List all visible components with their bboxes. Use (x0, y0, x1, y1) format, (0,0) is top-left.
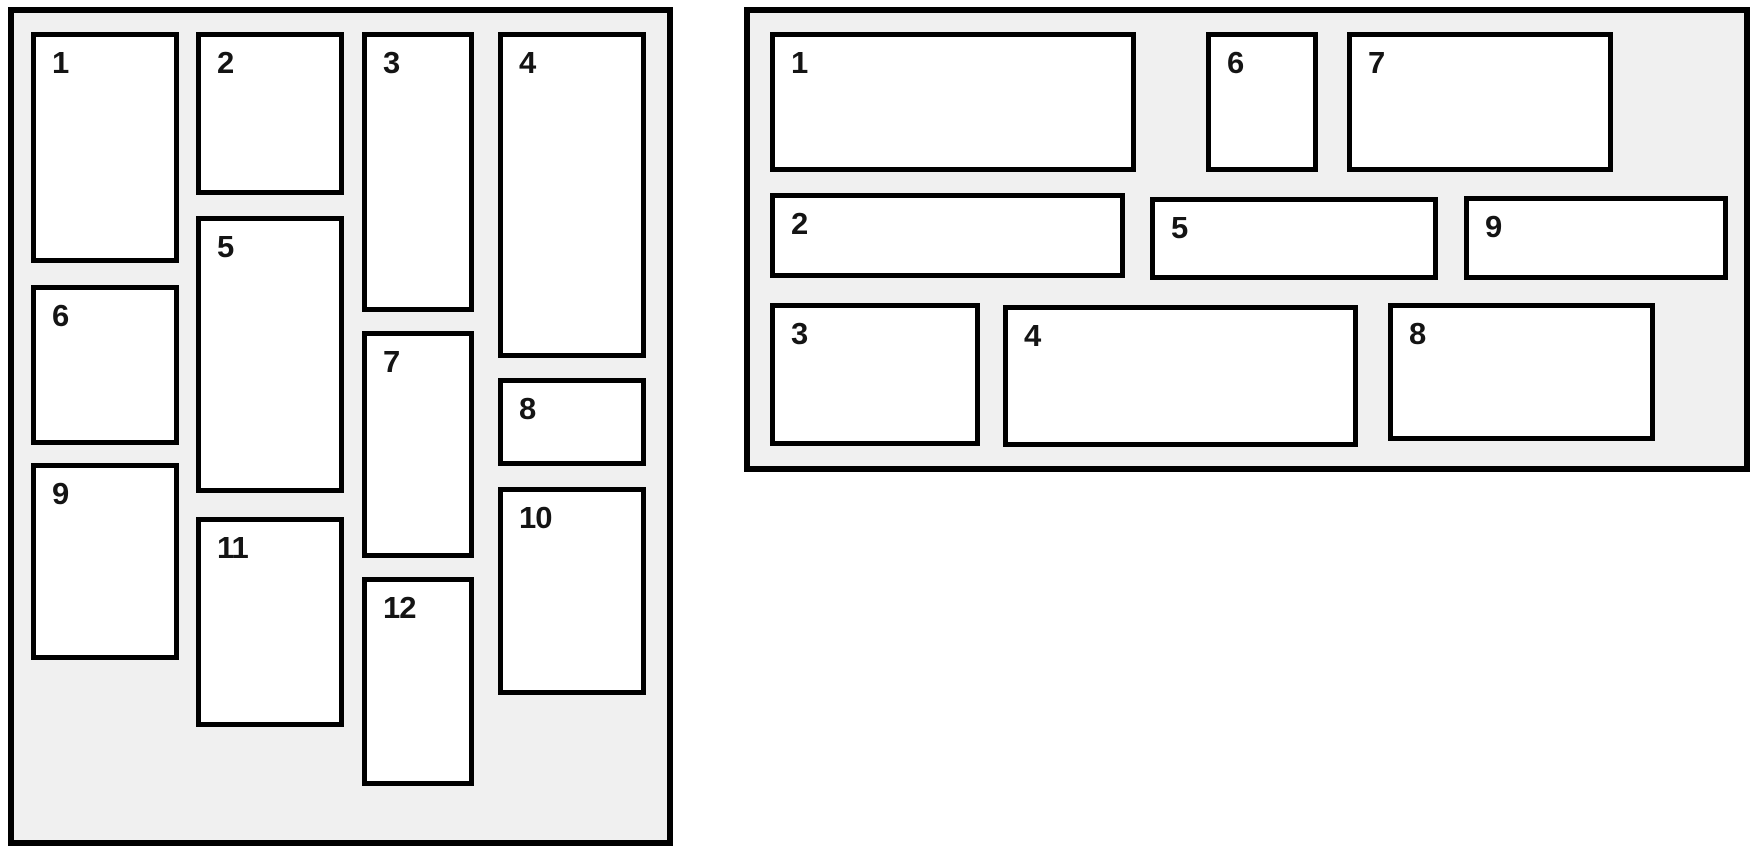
box-label: 2 (791, 206, 808, 241)
masonry-box-3: 3 (770, 303, 980, 446)
masonry-box-9: 9 (1464, 196, 1728, 280)
box-label: 3 (791, 316, 808, 351)
box-label: 7 (1368, 45, 1385, 80)
box-label: 3 (383, 45, 400, 80)
box-label: 10 (519, 500, 552, 535)
box-label: 11 (217, 530, 249, 565)
box-label: 4 (519, 45, 536, 80)
box-label: 6 (52, 298, 69, 333)
masonry-box-8: 8 (1388, 303, 1655, 441)
box-label: 7 (383, 344, 400, 379)
masonry-box-3: 3 (362, 32, 474, 312)
box-label: 5 (1171, 210, 1188, 245)
masonry-box-10: 10 (498, 487, 646, 695)
box-label: 9 (1485, 209, 1502, 244)
masonry-box-7: 7 (362, 331, 474, 558)
box-label: 4 (1024, 318, 1041, 353)
box-label: 6 (1227, 45, 1244, 80)
box-label: 9 (52, 476, 69, 511)
masonry-box-1: 1 (31, 32, 179, 263)
box-label: 5 (217, 229, 234, 264)
masonry-box-6: 6 (31, 285, 179, 445)
masonry-box-8: 8 (498, 378, 646, 466)
box-label: 1 (791, 45, 808, 80)
box-label: 2 (217, 45, 234, 80)
masonry-box-5: 5 (1150, 197, 1438, 280)
box-label: 8 (519, 391, 536, 426)
masonry-box-2: 2 (196, 32, 344, 195)
masonry-box-5: 5 (196, 216, 344, 493)
box-label: 8 (1409, 316, 1426, 351)
horizontal-masonry-panel: 1 2 3 4 5 6 7 8 9 (744, 7, 1750, 472)
masonry-box-11: 11 (196, 517, 344, 727)
box-label: 12 (383, 590, 416, 625)
masonry-box-9: 9 (31, 463, 179, 660)
vertical-masonry-panel: 1 2 3 4 5 6 7 8 9 10 11 12 (8, 7, 673, 846)
masonry-box-6: 6 (1206, 32, 1318, 172)
masonry-box-2: 2 (770, 193, 1125, 278)
masonry-box-7: 7 (1347, 32, 1613, 172)
masonry-box-4: 4 (1003, 305, 1358, 447)
masonry-box-12: 12 (362, 577, 474, 786)
masonry-box-4: 4 (498, 32, 646, 358)
masonry-box-1: 1 (770, 32, 1136, 172)
box-label: 1 (52, 45, 69, 80)
